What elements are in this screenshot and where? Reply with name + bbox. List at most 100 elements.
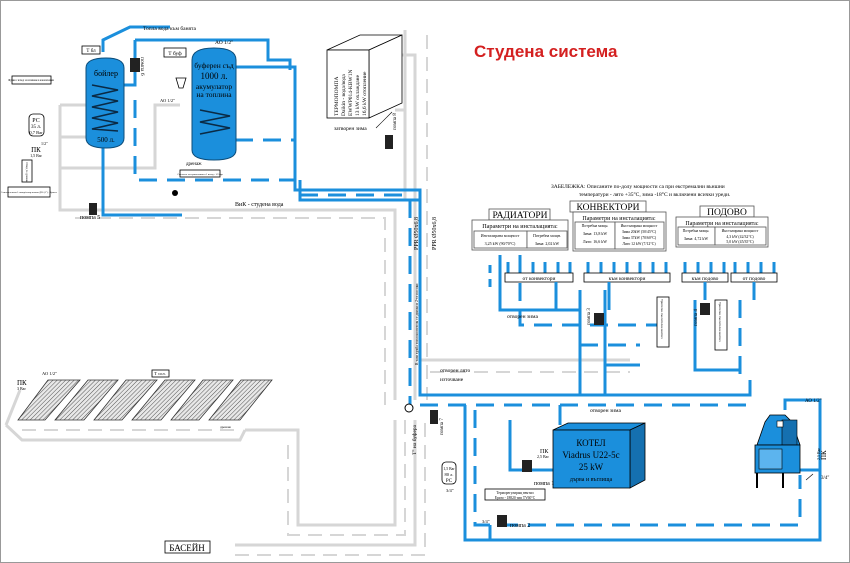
label: 3,25 kW (90/70°C)	[485, 241, 516, 247]
label: Параметри на инсталацията:	[582, 216, 656, 222]
kotel: КОТЕЛ Viadrus U22-5c 25 kW дърва и въгли…	[441, 422, 646, 529]
label: Трипътен смесителен вентил	[660, 299, 664, 339]
label: 0,7 Bar	[29, 130, 43, 136]
label: помпа 4	[694, 309, 699, 326]
label: ПК	[31, 146, 41, 154]
safety-note: Смесител за термостатичен 1 изход - 1/2 …	[177, 173, 223, 176]
boiler-tank: бойлер 500 л.	[85, 57, 125, 149]
label: Лято: 16,6 kW	[583, 239, 607, 245]
expansion-tank-left: РС 35 л. 0,7 Bar ПК 1,5 Bar 1/2"	[28, 113, 48, 159]
radiators-table: РАДИАТОРИ Параметри на инсталацията: Инс…	[471, 208, 569, 251]
label: 80 л.	[445, 472, 454, 477]
label: помпа 1	[534, 481, 554, 487]
label: EWWP014-KBW1N	[348, 70, 354, 116]
label: Зима: 4,72 kW	[684, 236, 709, 242]
label: Потребна мощн.	[533, 233, 561, 238]
valves-and-pumps	[89, 58, 710, 527]
label: ЗАБЕЛЕЖКА: Описаните по-долу мощности са…	[551, 184, 725, 190]
closed-winter-label: затворен зима	[334, 126, 367, 132]
to-convectors-bar	[583, 272, 671, 283]
label: помпа 3	[587, 308, 592, 325]
hot-water-label: Топла вода към банята	[143, 25, 197, 32]
floor-manifold-return: от подово	[730, 262, 778, 283]
label: ПОДОВО	[707, 208, 747, 218]
from-convectors-label: от конвектори	[523, 276, 556, 282]
label: АО 1/2"	[42, 371, 57, 376]
manifolds: от конвектори към конвектори към подово	[488, 262, 778, 310]
pump8-icon	[385, 135, 393, 149]
label: Инсталирана мощност	[481, 233, 520, 238]
safety-valve-icon	[172, 190, 178, 196]
top-left-labels: Топла вода към банята Т бл Т буф АО 1/2"…	[1, 25, 398, 221]
label: Параметри на инсталацията:	[482, 223, 558, 230]
pump7-icon	[430, 410, 438, 424]
label: РС	[32, 118, 39, 124]
ao-buffer-label: АО 1/2"	[215, 40, 233, 46]
solar-collectors: ПК 3 Bar АО 1/2" Т сол. дренаж	[17, 369, 273, 429]
from-floor-label: от подово	[743, 276, 766, 282]
pool: БАСЕЙН	[164, 540, 211, 554]
label: температури - лято +35°C, зима -18°C и в…	[579, 191, 731, 198]
label: Зима 20kW (50/45°C)	[622, 230, 657, 234]
floor-table: ПОДОВО Параметри на инсталацията: Потреб…	[675, 205, 769, 248]
label: 5,0 kW (45/35°C)	[726, 240, 754, 245]
label: 16,6 kW отопление	[362, 71, 368, 116]
pump5-label: помпа 5	[80, 215, 100, 221]
label: Лято 12 kW (7/12°C)	[622, 242, 656, 246]
label: Параметри на инсталацията:	[685, 221, 759, 227]
label: ПК	[820, 450, 828, 460]
label: Зима: 2,02 kW	[535, 241, 560, 247]
safety-small: Отвод за дренаж	[25, 162, 28, 182]
buffer-line1: буферен съд	[194, 61, 233, 70]
label: Потребна мощн.	[582, 224, 609, 228]
label: 1/2"	[41, 141, 48, 146]
label: 2,5 Bar	[816, 448, 822, 460]
label: Зима: 13,8 kW	[583, 231, 608, 237]
valve3way-note: 3-пътен вентил 1-отвор/ектор вентил Д20 …	[1, 191, 58, 194]
label: 25 kW	[579, 462, 604, 472]
to-floor-label: към подово	[692, 276, 719, 282]
label: 3/4"	[821, 476, 829, 481]
convector-manifold-supply: от конвектори	[504, 262, 574, 283]
boiler-volume: 500 л.	[97, 136, 115, 144]
label: дренаж	[220, 425, 232, 429]
label: 13 kW охлаждане	[355, 74, 361, 116]
label: 3/4"	[446, 488, 454, 493]
label: ПК	[540, 449, 549, 455]
label: 35 л.	[31, 125, 41, 130]
label: отворен зима	[507, 314, 538, 320]
funnel-icon	[175, 77, 187, 89]
label: В тази тръба топлоносителя се движи в 2-…	[415, 283, 419, 365]
label: Трипътен смесителен вентил	[718, 302, 722, 342]
label: отворен лято	[440, 368, 471, 374]
label: РАДИАТОРИ	[493, 211, 548, 221]
label: Т сол.	[154, 371, 165, 376]
sensor-icon	[404, 403, 414, 413]
pump8-label: помпа 8	[393, 113, 398, 130]
label: КОТЕЛ	[576, 438, 605, 448]
buffer-line3: акумулатор	[196, 82, 232, 91]
floor-manifold-supply: към подово	[681, 262, 729, 283]
label: Viadrus U22-5c	[562, 450, 619, 460]
buffer-line2: 1000 л.	[201, 71, 228, 81]
label: дърва и въглища	[570, 477, 613, 483]
pump1-icon	[522, 460, 532, 472]
fireplace: АО 1/2" ПК 2,5 Bar 3/4"	[754, 399, 829, 488]
mixer-notes: Трипътен смесителен вентил Трипътен смес…	[656, 296, 728, 351]
drain-label: дренаж	[186, 162, 202, 167]
label: помпа 2	[510, 523, 530, 529]
from-convectors-bar	[504, 272, 574, 283]
label: 3/4"	[482, 519, 490, 524]
buffer-line4: на топлина	[196, 90, 232, 99]
label: PPR Ø50x6,8	[432, 217, 438, 250]
gray-pipes	[4, 30, 630, 556]
label: помпа 7	[440, 418, 445, 435]
funnel-note: Фуния с изход за изливане в канализация	[8, 79, 54, 82]
label: източване	[440, 377, 464, 383]
label: Daikin - вода/вода	[341, 74, 347, 116]
label: ТЕРМОПОМПА	[334, 77, 340, 116]
pipe-labels: PPR Ø50x6,8 PPR Ø50x6,8 В тази тръба топ…	[411, 217, 699, 455]
pump5-icon	[89, 203, 97, 215]
label: 3 Bar	[17, 386, 26, 391]
